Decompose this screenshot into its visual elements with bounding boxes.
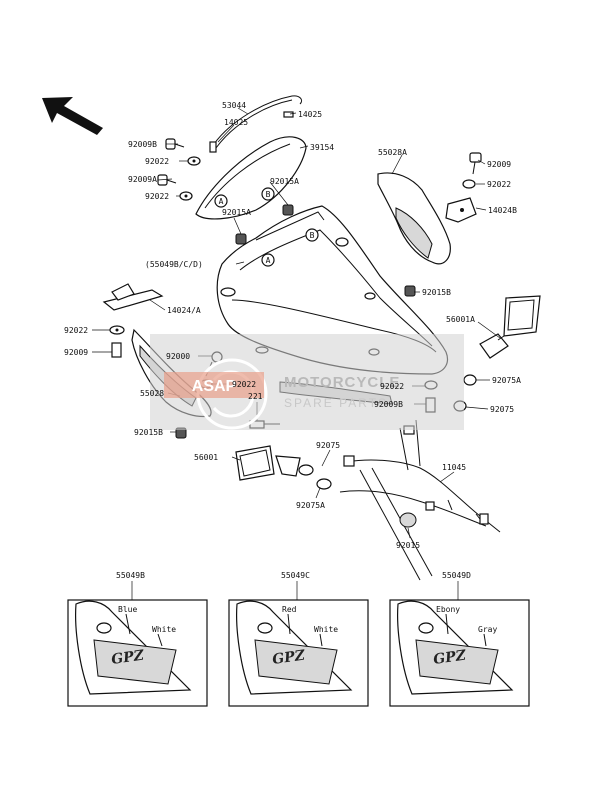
label-92015b-a: 92015B: [422, 288, 451, 297]
label-92075: 92075: [490, 405, 514, 414]
bracket-14024b: [445, 197, 477, 223]
label-92022-b: 92022: [145, 192, 169, 201]
front-direction-arrow: [42, 97, 103, 135]
label-92015: 92015: [396, 541, 420, 550]
callout-b2: B: [305, 228, 319, 242]
label-14025-a: 14025: [224, 118, 248, 127]
decal-gpz-d: GPZ: [432, 647, 467, 668]
variant-code-55049d: 55049D: [442, 571, 471, 580]
label-221: 221: [248, 392, 263, 401]
variant-color2-b: White: [152, 625, 176, 634]
label-92022-e: 92022: [232, 380, 256, 389]
grommet-92015: [399, 512, 417, 528]
label-56001a: 56001A: [446, 315, 475, 324]
label-92000: 92000: [166, 352, 190, 361]
label-92009: 92009: [487, 160, 511, 169]
variant-55049b: 55049B GPZ Blue White: [67, 571, 208, 707]
label-14025-b: 14025: [298, 110, 322, 119]
washer-92022-d: [109, 325, 125, 335]
variant-55049c: 55049C GPZ Red White: [228, 571, 369, 707]
label-92022-c: 92022: [487, 180, 511, 189]
variant-code-55049b: 55049B: [116, 571, 145, 580]
mirror-56001: [235, 445, 301, 481]
label-14024b: 14024B: [488, 206, 517, 215]
label-92009a: 92009A: [128, 175, 157, 184]
grommet-92015b-a: [404, 285, 416, 297]
svg-text:A: A: [266, 256, 271, 265]
washer-92022-b: [179, 191, 193, 201]
label-92009b-top: 92009B: [128, 140, 157, 149]
windshield-trim: [209, 95, 303, 153]
fairing-stay-11045: [339, 419, 501, 581]
bolt-92009: [111, 342, 122, 358]
label-92015a-a: 92015A: [270, 177, 299, 186]
spacers-92075-left: [298, 464, 332, 490]
svg-text:A: A: [219, 197, 224, 206]
callout-a1: A: [214, 194, 228, 208]
label-11045: 11045: [442, 463, 466, 472]
variant-55049d: 55049D GPZ Ebony Gray: [389, 571, 530, 707]
callout-a2: A: [261, 253, 275, 267]
label-92022-d: 92022: [64, 326, 88, 335]
label-55049bcd: (55049B/C/D): [145, 260, 203, 269]
label-14024a: 14024/A: [167, 306, 201, 315]
label-53044: 53044: [222, 101, 246, 110]
washer-92022-a: [187, 156, 201, 166]
callout-b1: B: [261, 187, 275, 201]
variant-code-55049c: 55049C: [281, 571, 310, 580]
label-92009-b: 92009: [64, 348, 88, 357]
grommet-92015a: [235, 204, 294, 245]
part-labels: 53044 14025 14025 39154 92009B 92022 920…: [64, 101, 521, 550]
label-92009b-mid: 92009B: [374, 400, 403, 409]
label-92022-a: 92022: [145, 157, 169, 166]
svg-text:B: B: [266, 190, 271, 199]
inner-panel-55028a: [377, 172, 451, 265]
label-92022-f: 92022: [380, 382, 404, 391]
variant-color2-c: White: [314, 625, 338, 634]
label-92075-b: 92075: [316, 441, 340, 450]
spacer-92075a: [463, 374, 477, 386]
decal-gpz-b: GPZ: [110, 647, 145, 668]
variant-color1-c: Red: [282, 605, 297, 614]
watermark-logo: ASAP: [192, 378, 237, 395]
watermark-line1: MOTORCYCLE: [284, 374, 400, 391]
watermark: ASAP MOTORCYCLE SPARE PARTS: [150, 334, 464, 430]
watermark-line2: SPARE PARTS: [284, 396, 388, 410]
label-92075a: 92075A: [492, 376, 521, 385]
label-92015a-b: 92015A: [222, 208, 251, 217]
label-92075a-b: 92075A: [296, 501, 325, 510]
screw-92009: [469, 152, 482, 175]
bracket-14024a: [102, 283, 164, 311]
svg-text:B: B: [310, 231, 315, 240]
label-92015b-b: 92015B: [134, 428, 163, 437]
decal-gpz-c: GPZ: [271, 647, 306, 668]
washer-92022-c: [462, 179, 476, 189]
label-56001: 56001: [194, 453, 218, 462]
mirror-56001a: [479, 295, 541, 359]
variant-color2-d: Gray: [478, 625, 497, 634]
label-55028: 55028: [140, 389, 164, 398]
label-55028a: 55028A: [378, 148, 407, 157]
variant-color1-d: Ebony: [436, 605, 460, 614]
variant-color1-b: Blue: [118, 605, 137, 614]
label-39154: 39154: [310, 143, 334, 152]
